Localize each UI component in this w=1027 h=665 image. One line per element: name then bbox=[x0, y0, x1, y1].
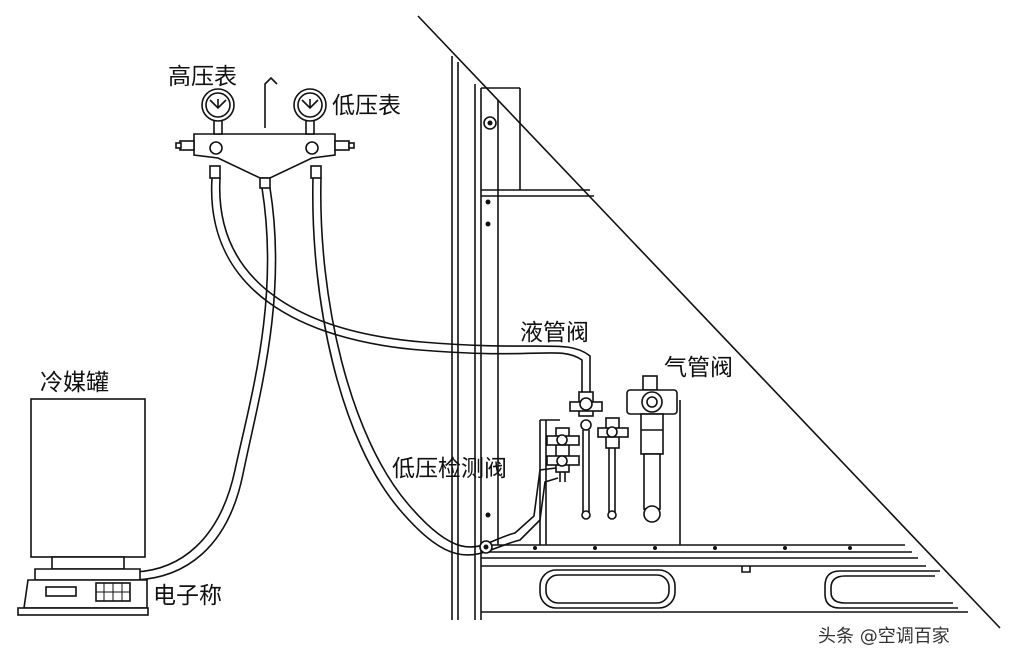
label-low-pressure-gauge: 低压表 bbox=[332, 93, 401, 119]
gas-pipe-valve bbox=[626, 375, 678, 523]
high-pressure-gauge-icon bbox=[201, 88, 235, 122]
scale-display bbox=[45, 586, 77, 597]
label-electronic-scale: 电子称 bbox=[153, 583, 222, 609]
base-slot-left bbox=[539, 569, 676, 609]
label-gas-pipe-valve: 气管阀 bbox=[664, 355, 733, 381]
manifold-gauge-set bbox=[175, 76, 355, 189]
scale-keypad-icon bbox=[95, 582, 131, 602]
low-pressure-check-valve-body bbox=[546, 427, 580, 482]
hose-low-to-check-valve bbox=[312, 177, 559, 556]
label-refrigerant-tank: 冷媒罐 bbox=[40, 370, 109, 396]
watermark: 头条 @空调百家 bbox=[818, 626, 950, 647]
second-valve bbox=[597, 417, 629, 520]
label-liquid-pipe-valve: 液管阀 bbox=[520, 320, 589, 346]
base-slot-right bbox=[824, 570, 958, 609]
hose-center-to-tank bbox=[134, 187, 277, 581]
liquid-pipe-valve bbox=[569, 391, 603, 520]
refrigerant-tank bbox=[30, 398, 146, 570]
low-pressure-gauge-icon bbox=[293, 88, 327, 122]
cutaway-edge bbox=[417, 15, 1001, 629]
electronic-scale bbox=[17, 568, 149, 616]
hose-high-to-liquid-valve bbox=[210, 177, 591, 392]
label-low-pressure-check-valve: 低压检测阀 bbox=[392, 456, 507, 482]
label-high-pressure-gauge: 高压表 bbox=[168, 64, 237, 90]
